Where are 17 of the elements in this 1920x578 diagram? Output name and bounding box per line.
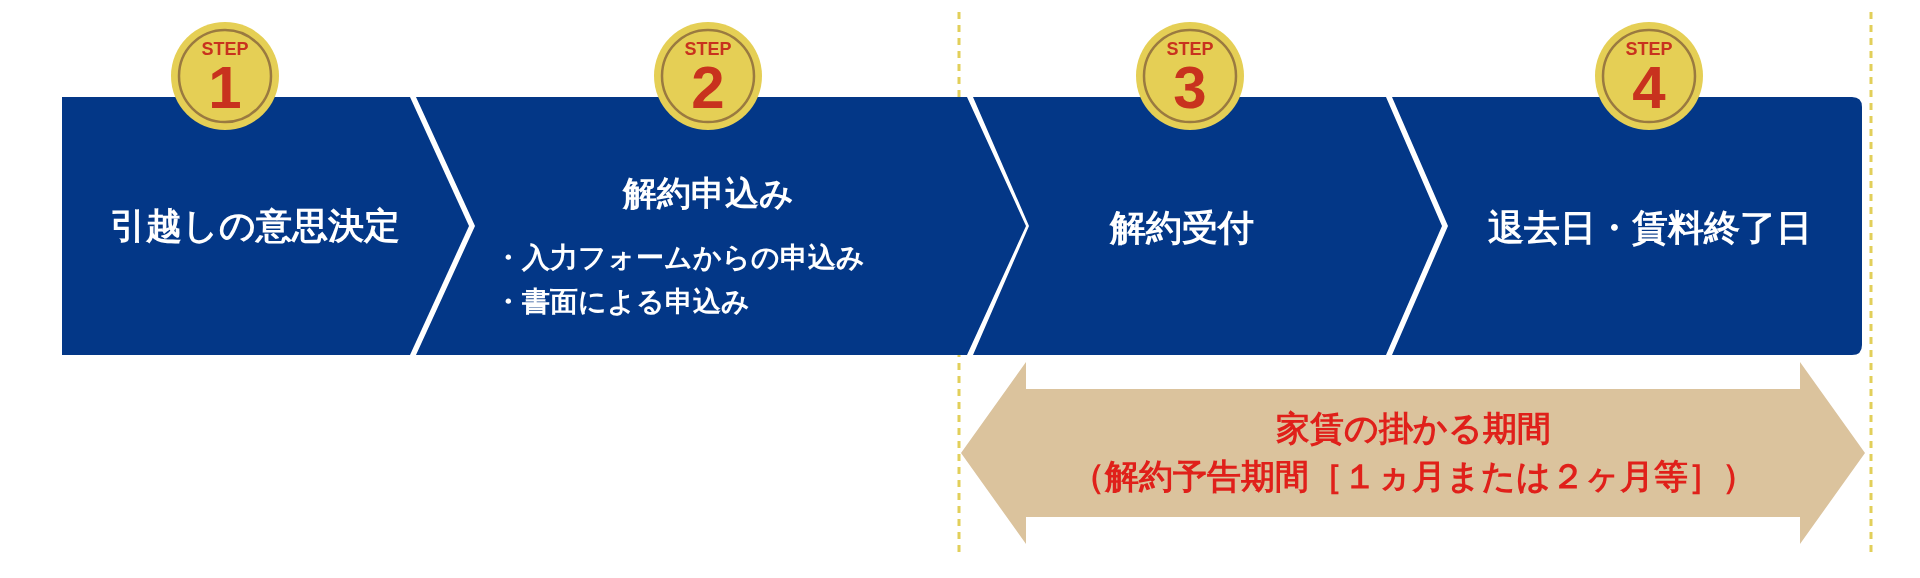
step-title: 解約申込み bbox=[622, 173, 794, 213]
step-title: 退去日・賃料終了日 bbox=[1488, 207, 1812, 249]
step-label: STEP bbox=[683, 39, 733, 59]
step-label: STEP bbox=[1624, 39, 1674, 59]
step-number: 2 bbox=[691, 57, 725, 119]
step-label: STEP bbox=[1165, 39, 1215, 59]
step-label: STEP bbox=[200, 39, 250, 59]
step-number: 4 bbox=[1632, 57, 1666, 119]
double-arrow-band bbox=[961, 362, 1865, 544]
step-title: 引越しの意思決定 bbox=[110, 205, 400, 247]
step-number: 3 bbox=[1173, 57, 1207, 119]
step-title: 解約受付 bbox=[1110, 207, 1254, 249]
period-text: （解約予告期間［１ヵ月または２ヶ月等］） bbox=[1070, 456, 1756, 496]
bullet-text: ・書面による申込み bbox=[494, 285, 750, 319]
period-text: 家賃の掛かる期間 bbox=[1275, 408, 1551, 448]
bullet-text: ・入力フォームからの申込み bbox=[494, 241, 865, 275]
step-number: 1 bbox=[208, 57, 242, 119]
